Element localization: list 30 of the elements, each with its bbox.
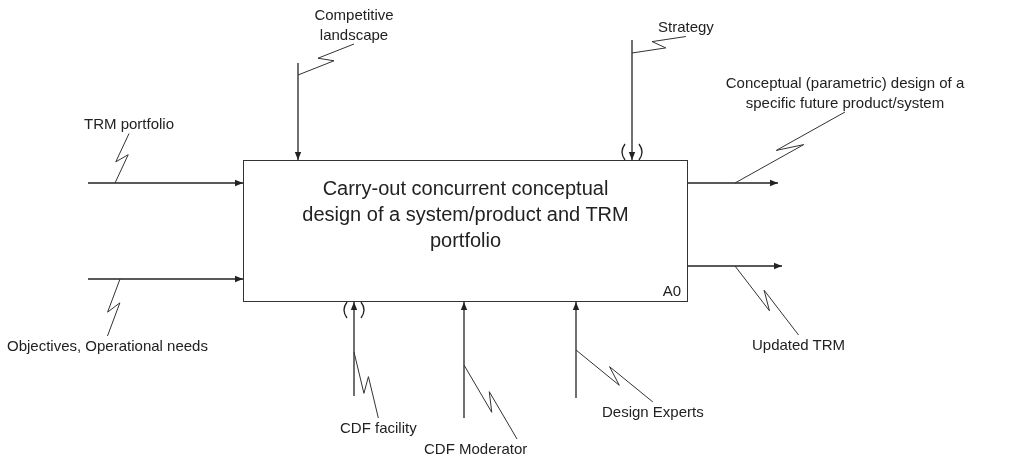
- arrow-label: Conceptual (parametric) design of a specific future product/system: [700, 73, 990, 112]
- process-box: [243, 160, 688, 302]
- process-title: Carry-out concurrent conceptual design of a system/product and TRM portfolio: [301, 176, 630, 253]
- leader-line: [734, 111, 846, 184]
- leader-line: [107, 278, 121, 337]
- arrow: [294, 62, 302, 161]
- leader-line: [114, 133, 130, 184]
- arrow-label: Updated TRM: [752, 335, 846, 355]
- arrow: [687, 262, 783, 270]
- leader-line: [463, 364, 518, 440]
- node-number: A0: [662, 282, 681, 299]
- arrow-label: Objectives, Operational needs: [7, 336, 208, 356]
- arrow: [460, 301, 468, 419]
- arrow-label: CDF facility: [340, 418, 417, 438]
- leader-line: [734, 265, 800, 336]
- arrow: [687, 179, 779, 187]
- arrow: [350, 301, 358, 397]
- arrow-label: Strategy: [658, 17, 714, 37]
- arrow: [87, 275, 244, 283]
- leader-line: [631, 36, 687, 54]
- arrow-label: Competitive landscape: [309, 5, 399, 44]
- arrow: [572, 301, 580, 399]
- arrow: [87, 179, 244, 187]
- arrow: [628, 39, 636, 161]
- arrow-label: Design Experts: [602, 402, 704, 422]
- leader-line: [353, 351, 379, 419]
- leader-line: [297, 43, 355, 76]
- arrow-label: CDF Moderator: [424, 439, 528, 459]
- leader-line: [575, 349, 654, 403]
- arrow-label: TRM portfolio: [84, 114, 175, 134]
